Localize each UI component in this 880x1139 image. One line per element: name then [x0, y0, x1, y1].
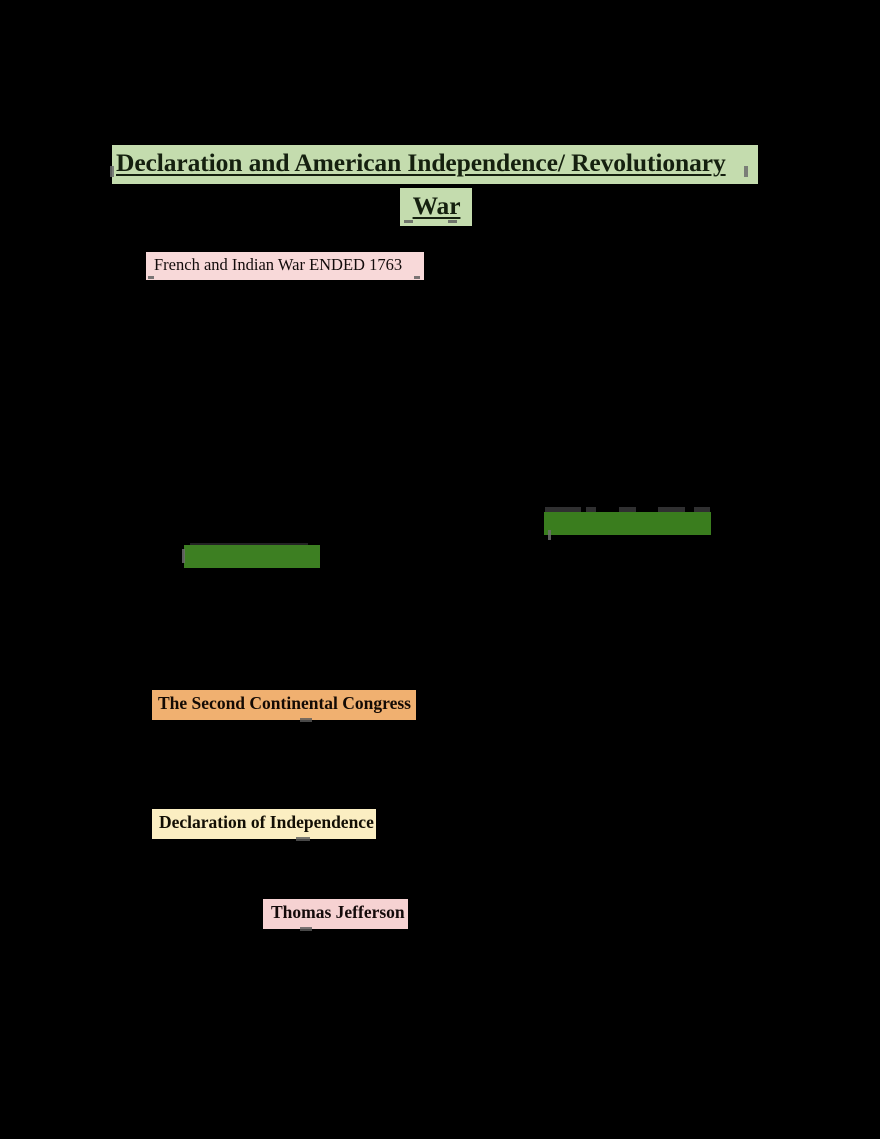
- selection-tick-declaration[interactable]: [296, 837, 310, 841]
- block-declaration-of-independence: Declaration of Independence: [152, 809, 376, 839]
- page-title-line-2: War: [400, 188, 472, 226]
- block-french-and-indian-war: French and Indian War ENDED 1763: [146, 252, 424, 280]
- word-extent-mark: [586, 507, 596, 513]
- selection-tick-jefferson[interactable]: [300, 927, 312, 931]
- selection-tick-war-right[interactable]: [448, 220, 457, 223]
- selection-handle-green-left[interactable]: [182, 549, 185, 563]
- selection-tick-congress[interactable]: [300, 718, 312, 722]
- selection-handle-green-right[interactable]: [548, 530, 551, 540]
- block-green-right-illegible: [544, 512, 711, 535]
- selection-handle-title-left[interactable]: [110, 166, 114, 177]
- word-extent-mark: [658, 507, 685, 513]
- selection-tick-french-left[interactable]: [148, 276, 154, 279]
- page-title-line-1: Declaration and American Independence/ R…: [112, 145, 758, 184]
- selection-handle-title-right[interactable]: [744, 166, 748, 177]
- word-extent-mark: [694, 507, 710, 513]
- selection-tick-french-right[interactable]: [414, 276, 420, 279]
- word-extent-mark: [619, 507, 636, 513]
- word-extent-mark: [545, 507, 581, 513]
- block-second-continental-congress: The Second Continental Congress: [152, 690, 416, 720]
- block-thomas-jefferson: Thomas Jefferson: [263, 899, 408, 929]
- block-green-left-illegible: [184, 545, 320, 568]
- selection-tick-war-left[interactable]: [404, 220, 413, 223]
